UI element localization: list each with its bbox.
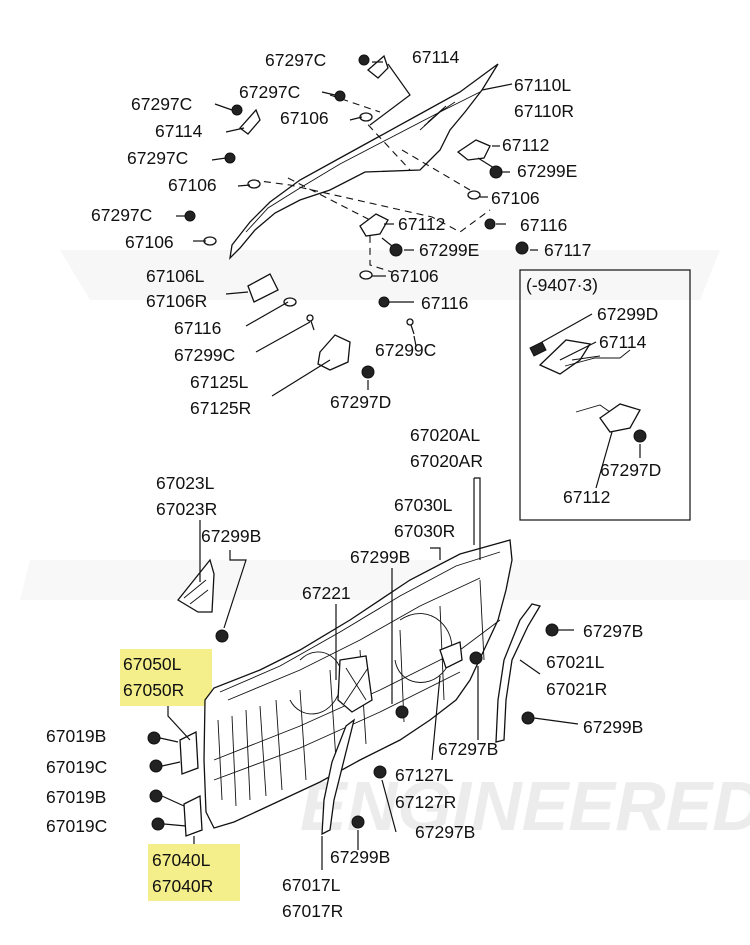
label-67112-2: 67112 xyxy=(398,214,445,234)
hinge-bolts xyxy=(147,731,187,831)
part-67117 xyxy=(515,241,529,255)
label-67040r: 67040R xyxy=(152,876,213,896)
label-67106-3: 67106 xyxy=(491,188,540,208)
label-67106-4: 67106 xyxy=(125,232,174,252)
label-67114-2: 67114 xyxy=(155,121,203,141)
label-67297c-5: 67297C xyxy=(91,205,152,225)
holder-67112-lower xyxy=(359,213,389,237)
screw-67299c-left xyxy=(306,314,314,322)
label-67110l: 67110L xyxy=(514,75,571,95)
label-67017r: 67017R xyxy=(282,901,343,921)
label-67030l: 67030L xyxy=(394,495,453,515)
label-67020ar: 67020AR xyxy=(410,451,483,471)
label-67297c-2: 67297C xyxy=(239,82,300,102)
plate-67106l-r xyxy=(247,273,279,303)
label-67030r: 67030R xyxy=(394,521,455,541)
hinge-67050 xyxy=(179,730,199,775)
label-67297d-1: 67297D xyxy=(330,392,391,412)
bolt-67299b-mirror xyxy=(215,629,229,643)
inset-label-67112: 67112 xyxy=(563,487,610,507)
bolt-67299b-d xyxy=(351,815,365,829)
label-67110r: 67110R xyxy=(514,101,574,121)
label-67297c-4: 67297C xyxy=(127,148,188,168)
label-67299e-2: 67299E xyxy=(419,240,479,260)
nut-67297d xyxy=(361,365,375,379)
label-67050l: 67050L xyxy=(123,654,182,674)
part-67127 xyxy=(439,641,463,669)
window-glass-67110 xyxy=(229,63,499,260)
label-67116-3: 67116 xyxy=(174,318,221,338)
label-67127r: 67127R xyxy=(395,792,456,812)
label-67019c-2: 67019C xyxy=(46,816,107,836)
bracket-67114-left xyxy=(239,108,261,135)
label-67297b-3: 67297B xyxy=(415,822,475,842)
leaders-upper xyxy=(176,61,538,397)
label-67299b-1: 67299B xyxy=(201,526,261,546)
callout-labels: 67297C 67114 67297C 67110L 67297C 67110R… xyxy=(46,47,661,921)
label-67112-1: 67112 xyxy=(502,135,549,155)
label-67299e-1: 67299E xyxy=(517,161,577,181)
leaders-lower xyxy=(167,477,579,870)
label-67020al: 67020AL xyxy=(410,425,480,445)
label-67021r: 67021R xyxy=(546,679,607,699)
label-67023r: 67023R xyxy=(156,499,217,519)
label-67297c-1: 67297C xyxy=(265,50,326,70)
label-67114-1: 67114 xyxy=(412,47,460,67)
label-67299c-2: 67299C xyxy=(375,340,436,360)
label-67127l: 67127L xyxy=(395,765,454,785)
bolt-67299b-c xyxy=(395,705,409,719)
channel-67021 xyxy=(495,603,542,743)
label-67299b-4: 67299B xyxy=(330,847,390,867)
bracket-67125 xyxy=(317,334,351,371)
label-67106-2: 67106 xyxy=(168,175,217,195)
bolts-67299e xyxy=(381,157,503,257)
label-67297c-3: 67297C xyxy=(131,94,192,114)
label-67106-1: 67106 xyxy=(280,108,329,128)
label-67019c-1: 67019C xyxy=(46,757,107,777)
screw-67299c-right xyxy=(406,318,414,326)
label-67019b-2: 67019B xyxy=(46,787,106,807)
nut-67297b-a xyxy=(545,623,559,637)
label-67297b-1: 67297B xyxy=(583,621,643,641)
highlight-67040 xyxy=(148,844,240,901)
mirror-mount-67023 xyxy=(177,558,215,613)
holder-67112-upper xyxy=(456,139,491,161)
channel-67017 xyxy=(321,718,356,836)
inset-label-67297d: 67297D xyxy=(600,460,661,480)
label-67125l: 67125L xyxy=(190,372,249,392)
label-67106r: 67106R xyxy=(146,291,207,311)
bolt-67299b-b xyxy=(521,711,535,725)
label-67021l: 67021L xyxy=(546,652,605,672)
inset-label-67114: 67114 xyxy=(599,332,647,352)
label-67221: 67221 xyxy=(302,583,351,603)
label-67297b-2: 67297B xyxy=(438,739,498,759)
label-67019b-1: 67019B xyxy=(46,726,106,746)
hinge-67040 xyxy=(183,794,203,837)
label-67116-1: 67116 xyxy=(520,215,567,235)
nut-67297b-c xyxy=(373,765,387,779)
inset-title: (-9407·3) xyxy=(526,275,598,295)
label-67106-5: 67106 xyxy=(390,266,439,286)
label-67117: 67117 xyxy=(544,240,591,260)
label-67299b-3: 67299B xyxy=(583,717,643,737)
inset-label-67299d: 67299D xyxy=(597,304,658,324)
part-67116-a xyxy=(484,218,496,230)
inset-box xyxy=(519,269,691,521)
label-67106l: 67106L xyxy=(146,266,205,286)
label-67017l: 67017L xyxy=(282,875,341,895)
part-67116-b xyxy=(378,296,390,308)
label-67125r: 67125R xyxy=(190,398,251,418)
label-67299b-2: 67299B xyxy=(350,547,410,567)
label-67299c-1: 67299C xyxy=(174,345,235,365)
highlight-67050 xyxy=(120,649,212,706)
label-67023l: 67023L xyxy=(156,473,215,493)
label-67050r: 67050R xyxy=(123,680,184,700)
label-67040l: 67040L xyxy=(152,850,211,870)
bracket-67114-top xyxy=(366,54,389,79)
regulator-67221 xyxy=(337,655,373,713)
nut-67297b-b xyxy=(469,651,483,665)
watermark-text: ENGINEERED xyxy=(300,767,750,845)
label-67116-2: 67116 xyxy=(421,293,468,313)
